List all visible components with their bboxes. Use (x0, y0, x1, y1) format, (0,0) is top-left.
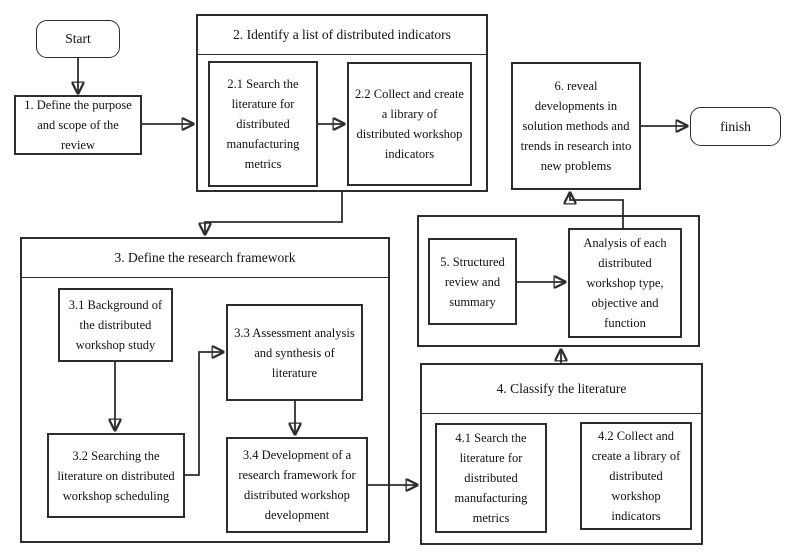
step-3-4-development-framework: 3.4 Development of a research framework … (226, 437, 368, 533)
step-3-3-assessment-analysis: 3.3 Assessment analysis and synthesis of… (226, 304, 363, 401)
group-4-title: 4. Classify the literature (422, 365, 701, 414)
finish-node: finish (690, 107, 781, 146)
arrow-group2-to-group3 (205, 192, 343, 234)
step-4-2-collect-library: 4.2 Collect and create a library of dist… (580, 422, 692, 530)
start-node: Start (36, 20, 120, 58)
step-1-define-purpose: 1. Define the purpose and scope of the r… (14, 95, 142, 155)
step-6-reveal-developments: 6. reveal developments in solution metho… (511, 62, 641, 190)
step-5-structured-review: 5. Structured review and summary (428, 238, 517, 325)
step-2-2-collect-library: 2.2 Collect and create a library of dist… (347, 62, 472, 186)
step-3-2-searching-literature: 3.2 Searching the literature on distribu… (47, 433, 185, 518)
step-4-1-search-literature: 4.1 Search the literature for distribute… (435, 423, 547, 533)
step-3-1-background: 3.1 Background of the distributed worksh… (58, 288, 173, 362)
analysis-node: Analysis of each distributed workshop ty… (568, 228, 682, 338)
group-2-title: 2. Identify a list of distributed indica… (198, 16, 486, 55)
group-3-title: 3. Define the research framework (22, 239, 388, 278)
step-2-1-search-literature: 2.1 Search the literature for distribute… (208, 61, 318, 187)
